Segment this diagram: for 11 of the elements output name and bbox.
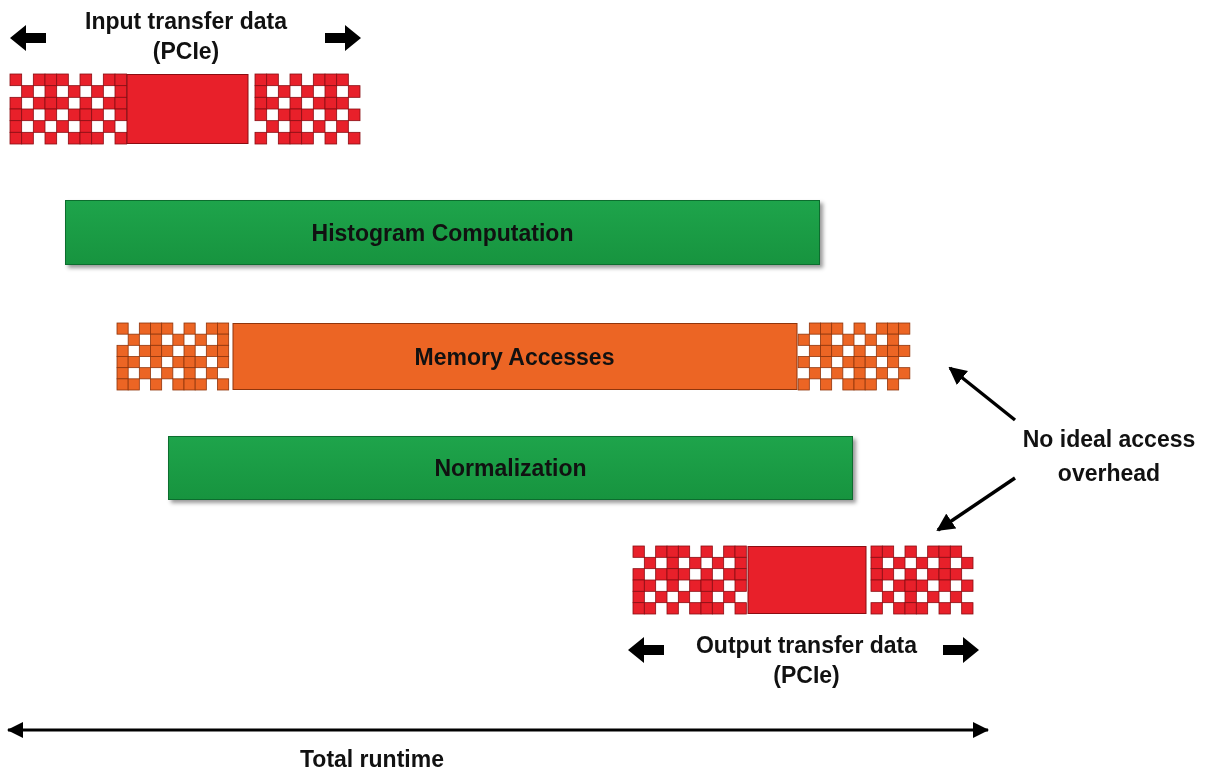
arrow	[936, 476, 1016, 532]
process-bar	[65, 200, 820, 265]
arrow	[948, 366, 1017, 422]
bar-label: Memory Accesses	[413, 342, 616, 372]
process-bar	[168, 436, 853, 500]
bar-label: Normalization	[433, 454, 588, 483]
bar-label: Output transfer data (PCIe)	[694, 631, 919, 690]
bar-label: Histogram Computation	[310, 218, 575, 248]
annotation-text: No ideal access overhead	[1021, 425, 1197, 488]
bar-label: Input transfer data (PCIe)	[84, 7, 289, 66]
dimension-label: Total runtime	[300, 745, 444, 774]
